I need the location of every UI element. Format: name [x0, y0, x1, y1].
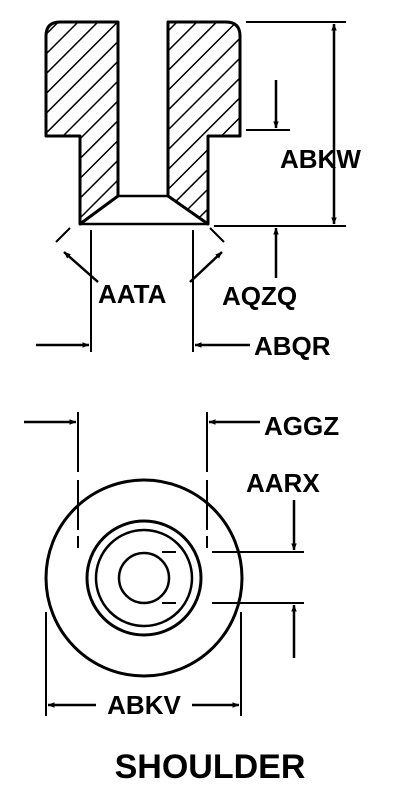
dimension-abkw: ABKW — [214, 21, 361, 227]
dimension-aggz: AGGZ — [24, 411, 339, 548]
dimension-abkv: ABKV — [45, 612, 242, 720]
label-aqzq: AQZQ — [222, 281, 297, 311]
bore-circle — [117, 551, 171, 605]
label-aarx: AARX — [246, 468, 320, 498]
dimension-abqr: ABQR — [36, 230, 331, 361]
outer-circle — [44, 478, 244, 678]
bore-outline — [79, 22, 209, 226]
counterbore-circle — [85, 519, 203, 637]
left-wall-section — [44, 20, 120, 226]
dimension-aarx: AARX — [212, 468, 320, 658]
dimension-aqzq: AQZQ — [222, 80, 297, 311]
end-view — [44, 478, 244, 678]
side-section-view — [44, 20, 242, 226]
label-abkv: ABKV — [107, 690, 181, 720]
right-wall-section — [166, 20, 242, 226]
countersink-circle — [94, 528, 194, 628]
label-aggz: AGGZ — [264, 411, 339, 441]
caption-shoulder: SHOULDER — [115, 748, 306, 786]
label-aata: AATA — [98, 279, 167, 309]
label-abqr: ABQR — [254, 331, 331, 361]
dimension-aata: AATA — [55, 227, 225, 309]
hidden-lines — [162, 551, 176, 604]
label-abkw: ABKW — [280, 144, 361, 174]
